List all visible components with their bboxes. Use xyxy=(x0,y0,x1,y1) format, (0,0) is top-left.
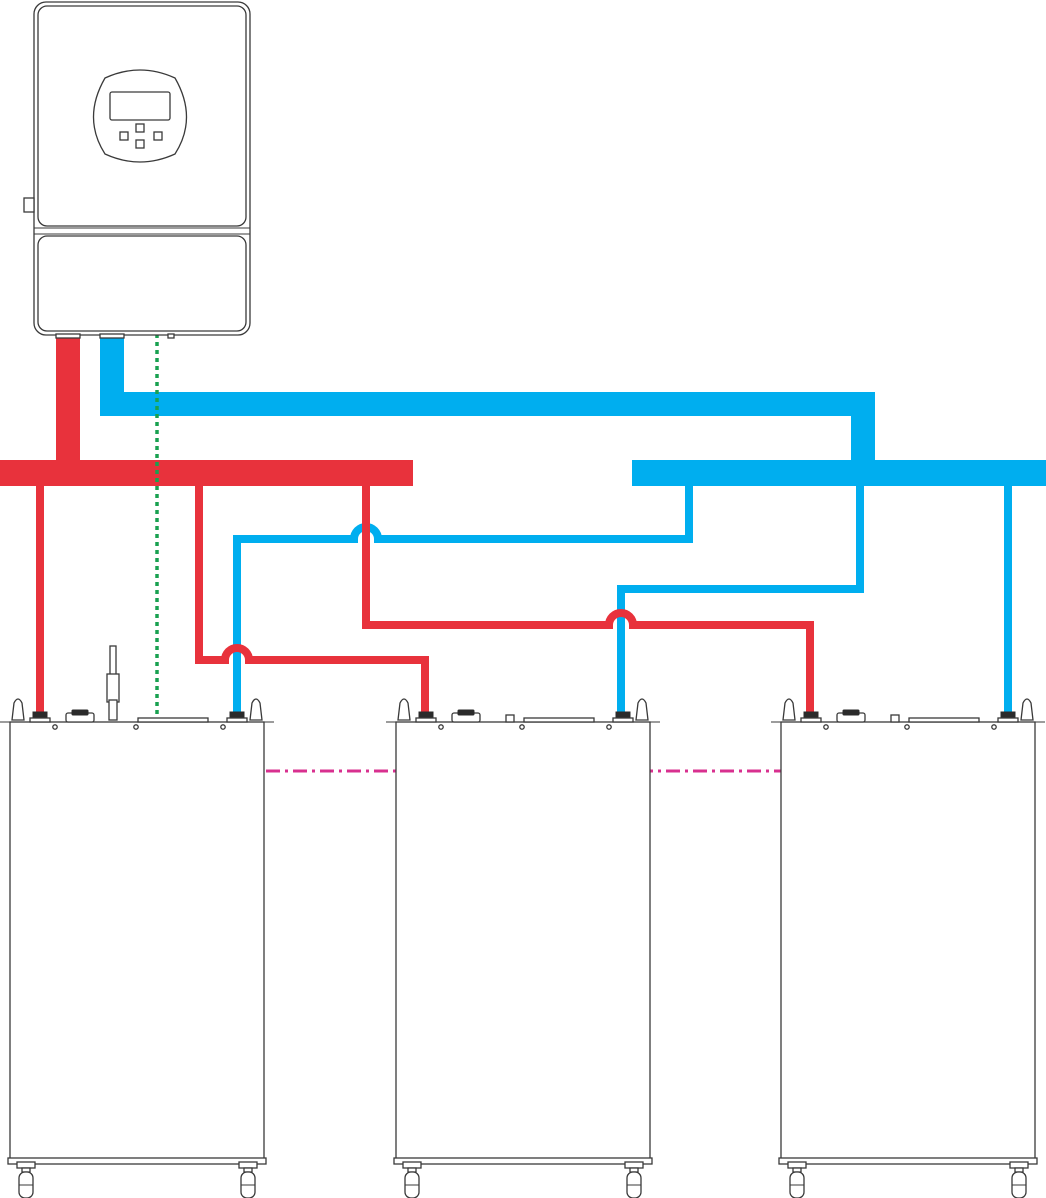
battery-wheel-right-icon xyxy=(624,1161,644,1198)
battery-wheel-left-icon xyxy=(16,1161,36,1198)
inverter-button-up xyxy=(135,123,145,133)
battery-handle-left-icon xyxy=(397,698,411,721)
battery-positive-terminal-icon xyxy=(415,711,437,723)
negative-busbar xyxy=(632,460,1046,486)
inverter-button-down xyxy=(135,139,145,149)
positive-cable-battery-2 xyxy=(195,486,429,712)
battery-handle-left-icon xyxy=(782,698,796,721)
battery-bms-plug-icon xyxy=(106,645,120,721)
positive-busbar xyxy=(0,460,413,486)
inverter-button-right xyxy=(153,131,163,141)
inverter-screen xyxy=(109,91,171,121)
battery-negative-terminal-icon xyxy=(226,711,248,723)
battery-switch-icon xyxy=(836,709,866,723)
battery-switch-icon xyxy=(65,709,95,723)
battery-positive-terminal-icon xyxy=(800,711,822,723)
battery-cabinet-icon-2 xyxy=(386,698,660,1198)
battery-wheel-left-icon xyxy=(402,1161,422,1198)
battery-wheel-right-icon xyxy=(1009,1161,1029,1198)
positive-cable-battery-3 xyxy=(362,486,814,712)
battery-handle-right-icon xyxy=(635,698,649,721)
battery-negative-terminal-icon xyxy=(997,711,1019,723)
battery-positive-terminal-icon xyxy=(29,711,51,723)
battery-cabinet-icon-1 xyxy=(0,645,274,1198)
battery-switch-icon xyxy=(451,709,481,723)
inverter-button-left xyxy=(119,131,129,141)
battery-handle-left-icon xyxy=(11,698,25,721)
battery-wheel-right-icon xyxy=(238,1161,258,1198)
battery-cabinet-icon-3 xyxy=(771,698,1045,1198)
battery-comm-port xyxy=(137,717,209,723)
battery-handle-right-icon xyxy=(1020,698,1034,721)
battery-negative-terminal-icon xyxy=(612,711,634,723)
battery-handle-right-icon xyxy=(249,698,263,721)
battery-comm-port xyxy=(908,717,980,723)
inverter-negative-cable xyxy=(100,334,875,465)
battery-comm-port xyxy=(523,717,595,723)
inverter-icon xyxy=(23,1,251,339)
negative-cable-battery-2 xyxy=(617,486,864,712)
battery-wheel-left-icon xyxy=(787,1161,807,1198)
